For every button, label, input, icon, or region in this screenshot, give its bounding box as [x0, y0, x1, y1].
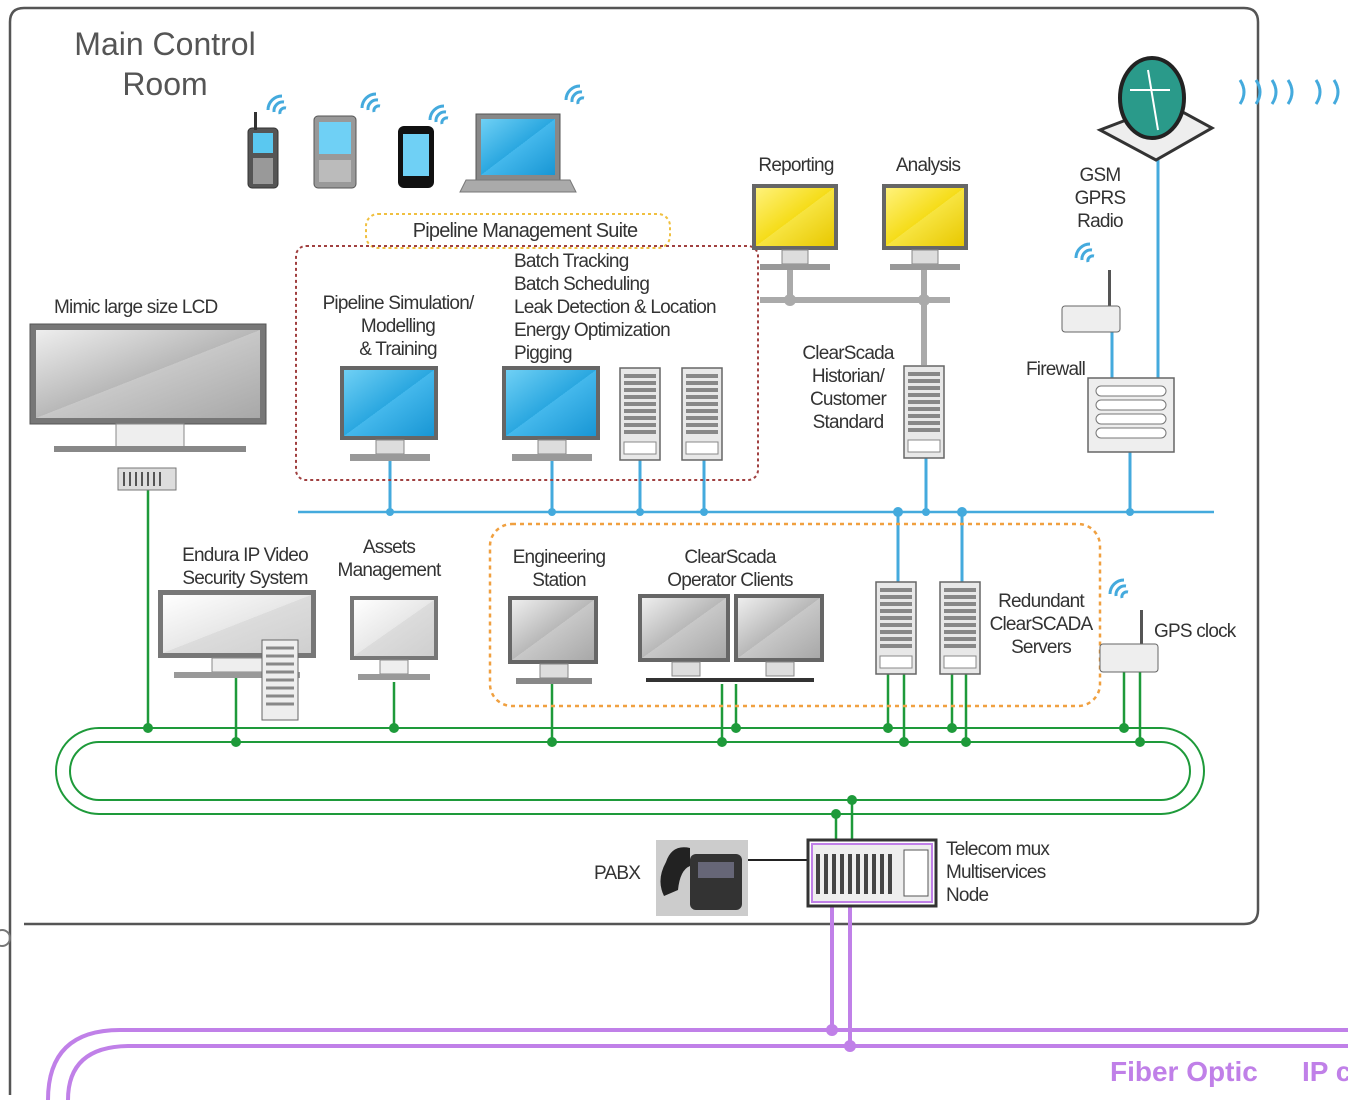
historian-label: ClearScada Historian/ Customer Standard: [790, 342, 906, 434]
endura-label: Endura IP Video Security System: [166, 544, 324, 590]
label-line: Energy Optimization: [514, 320, 671, 341]
label-line: Engineering: [512, 547, 606, 568]
gps-clock-label: GPS clock: [1154, 621, 1236, 642]
label-line: Historian/: [811, 366, 885, 387]
label-line: Node: [946, 885, 989, 906]
label-line: Batch Scheduling: [514, 274, 650, 295]
frame-corner-marker: [0, 929, 11, 947]
wireless-icon: [564, 84, 586, 106]
wireless-icon: [266, 94, 288, 116]
green-lan-ring: [55, 727, 1205, 815]
label-line: Customer: [810, 389, 887, 410]
label-line: Servers: [1011, 637, 1072, 658]
room-title-line: Room: [122, 66, 208, 102]
label-line: & Training: [359, 339, 437, 360]
mimic-label: Mimic large size LCD: [54, 297, 218, 318]
label-line: GSM: [1079, 165, 1122, 186]
firewall-icon: [1087, 377, 1175, 453]
pda-icon: [313, 115, 357, 189]
router-icon: [1061, 270, 1121, 333]
telephone-icon: [656, 840, 748, 916]
suite-title: Pipeline Management Suite: [384, 220, 666, 243]
redundant-servers-label: Redundant ClearSCADA Servers: [982, 590, 1100, 659]
gps-clock-icon: [1099, 610, 1159, 673]
label-line: Redundant: [998, 591, 1085, 612]
room-title-line: Main Control: [74, 26, 256, 62]
operator-clients-label: ClearScada Operator Clients: [650, 546, 810, 592]
endura-server-icon: [261, 639, 299, 721]
operator-client-monitor-icon: [734, 594, 824, 677]
label-line: Telecom mux: [946, 839, 1050, 860]
clearscada-group: [488, 522, 1102, 708]
wireless-icon: [1108, 578, 1130, 600]
label-line: Endura IP Video: [182, 545, 308, 566]
label-line: Multiservices: [946, 862, 1046, 883]
pabx-label: PABX: [594, 863, 641, 884]
ip-label: IP c: [1302, 1060, 1348, 1083]
label-line: ClearSCADA: [989, 614, 1094, 635]
radio-waves-icon: [1238, 79, 1340, 105]
suite-title-box: [365, 213, 671, 249]
label-line: ClearScada: [802, 343, 894, 364]
label-line: Station: [532, 570, 586, 591]
wireless-icon: [360, 92, 382, 114]
label-line: Modelling: [360, 316, 436, 337]
simulation-monitor-icon: [340, 366, 438, 461]
operator-client-monitor-icon: [638, 594, 730, 677]
label-line: Security System: [182, 568, 308, 589]
assets-monitor-icon: [350, 596, 438, 680]
engineering-monitor-icon: [508, 596, 598, 684]
wireless-icon: [428, 104, 450, 126]
wireless-icon: [1074, 242, 1096, 264]
label-line: Operator Clients: [667, 570, 793, 591]
fiber-optic-label: Fiber Optic: [1110, 1056, 1258, 1087]
suite-server-icon: [619, 367, 661, 461]
assets-label: Assets Management: [330, 536, 448, 582]
label-line: Standard: [812, 412, 885, 433]
label-line: Pigging: [514, 343, 573, 364]
reporting-label: Reporting: [758, 155, 834, 176]
batch-monitor-icon: [502, 366, 600, 461]
engineering-label: Engineering Station: [500, 546, 618, 592]
simulation-label: Pipeline Simulation/ Modelling & Trainin…: [310, 292, 486, 361]
label-line: Management: [337, 560, 442, 581]
cell-phone-icon: [247, 112, 279, 189]
mimic-lcd-icon: [29, 323, 267, 491]
analysis-label: Analysis: [895, 155, 961, 176]
label-line: Assets: [362, 537, 416, 558]
mux-icon: [806, 838, 938, 908]
reporting-monitor-icon: [752, 184, 838, 270]
suite-server-icon: [681, 367, 723, 461]
label-line: ClearScada: [684, 547, 776, 568]
label-line: GPRS: [1074, 188, 1126, 209]
laptop-icon: [459, 113, 577, 193]
label-line: Pipeline Simulation/: [322, 293, 475, 314]
analysis-monitor-icon: [882, 184, 968, 270]
redundant-server-icon: [875, 581, 917, 675]
smartphone-icon: [398, 126, 434, 188]
room-title: Main Control Room: [60, 24, 270, 104]
mux-label: Telecom mux Multiservices Node: [946, 838, 1050, 907]
redundant-server-icon: [939, 581, 981, 675]
label-line: Radio: [1077, 211, 1123, 232]
endura-monitor-icon: [158, 590, 316, 678]
firewall-label: Firewall: [1026, 359, 1086, 380]
historian-server-icon: [903, 365, 945, 459]
pipeline-suite-group: [295, 245, 759, 481]
control-room-frame: [8, 6, 1260, 1095]
satellite-dish-icon: [1096, 56, 1216, 162]
label-line: Leak Detection & Location: [514, 297, 717, 318]
label-line: Batch Tracking: [514, 251, 629, 272]
suite-modules-label: Batch Tracking Batch Scheduling Leak Det…: [514, 250, 717, 365]
gsm-label: GSM GPRS Radio: [1060, 164, 1140, 233]
fiber-optic-ring: [46, 906, 1348, 1100]
